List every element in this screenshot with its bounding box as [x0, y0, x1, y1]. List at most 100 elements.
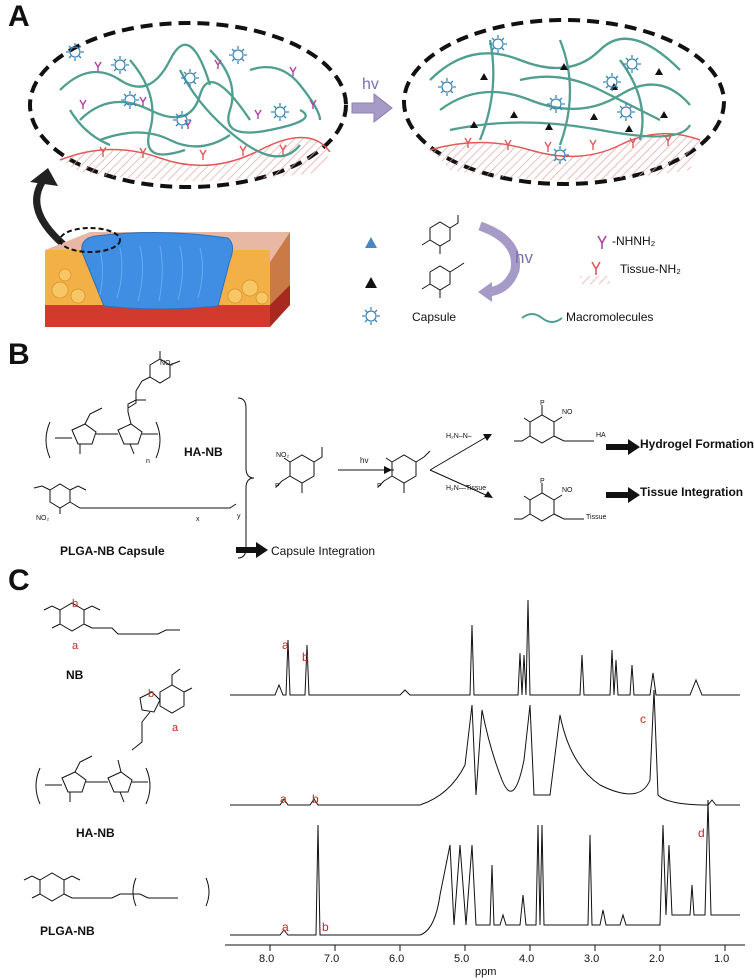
ha-nb-proton-a-label: a [172, 722, 179, 734]
arrow-to-capsule-integration [236, 542, 268, 558]
hydrazone-product-structure [514, 405, 594, 444]
crosslinked-triangle-icon [365, 277, 377, 288]
macromolecules-left [59, 43, 322, 158]
no2-group-ha: NO₂ [160, 360, 174, 367]
plga-nb-peak-b-label: b [322, 920, 329, 934]
x-tick-label-3: 3.0 [584, 953, 600, 965]
zoom-arrow [33, 175, 73, 253]
nb-structure [43, 602, 180, 635]
tissue-surface-left [60, 137, 330, 181]
subscript-y-plga: y [237, 513, 241, 520]
crosslinks-right [470, 63, 668, 132]
p-group-reactant: P [275, 483, 280, 490]
reactants-brace [237, 397, 255, 559]
branch-arrow-up [429, 435, 489, 471]
ha-nb-proton-b-label: b [148, 688, 155, 700]
nb-spectrum [230, 599, 740, 696]
capsules-left [66, 43, 289, 129]
panel-c-structures [23, 602, 210, 907]
subscript-n-ha: n [146, 458, 150, 465]
p-group-tissue-product: P [540, 478, 545, 485]
ha-group-hydrazone: HA [596, 432, 606, 439]
no-group-hydrazone: NO [562, 409, 573, 416]
nb-reactant-structure [275, 447, 323, 493]
hydrazide-legend-icon [597, 235, 607, 249]
hv-cycle-arrow [478, 221, 521, 297]
hv-label-b: hv [360, 456, 369, 465]
hv-arrow [351, 92, 393, 124]
x-tick-label-2: 2.0 [649, 953, 665, 965]
plga-nb-peak-d-label: d [698, 826, 705, 840]
plga-nb-peak-a-label: a [282, 920, 289, 934]
ha-nb-structure [45, 351, 181, 459]
ha-nb-peak-b-label: b [312, 792, 319, 806]
x-tick-label-1: 1.0 [714, 953, 730, 965]
ha-nb-spectrum [230, 689, 740, 806]
ha-nb-peak-c-label: c [640, 712, 646, 726]
zoom-region-circle [59, 227, 121, 253]
no2-group-plga: NO₂ [36, 515, 50, 522]
capsule-legend-label: Capsule [412, 310, 457, 324]
nb-peak-a-label: a [282, 638, 289, 652]
nhnh2-legend-label: -NHNH₂ [612, 234, 656, 248]
nb-peak-b-label: b [302, 650, 309, 664]
ha-nb-label-b: HA-NB [184, 445, 223, 459]
x-tick-label-4: 4.0 [519, 953, 535, 965]
hv-label-cycle: hv [515, 248, 533, 267]
plga-nb-structure-c [23, 872, 210, 907]
p-group-hydrazone: P [540, 400, 545, 407]
x-axis-label-ppm: ppm [475, 966, 497, 978]
tissue-product-structure [514, 483, 584, 522]
x-tick-label-8: 8.0 [259, 953, 275, 965]
nb-label: NB [66, 668, 84, 682]
tissue-block-illustration [45, 227, 290, 327]
tissue-amines-left [99, 144, 287, 160]
tissue-amine-reagent-label: H₂N—Tissue [446, 485, 487, 492]
panel-letter-c: C [8, 564, 30, 597]
tissue-amines-right [464, 135, 672, 152]
x-tick-label-5: 5.0 [454, 953, 470, 965]
arrow-to-tissue-integration [606, 487, 640, 503]
nitrosobenzaldehyde-structure-icon [421, 262, 465, 298]
x-axis-ticks [269, 945, 726, 951]
nitrobenzyl-structure-icon [421, 215, 459, 254]
nmr-spectra [225, 599, 745, 951]
tissue-nh2-legend-label: Tissue-NH₂ [620, 262, 681, 276]
x-tick-label-6: 6.0 [389, 953, 405, 965]
capsule-integration-label: Capsule Integration [271, 544, 376, 558]
hydrazide-reagent-label: H₂N‒N‒ [446, 433, 472, 440]
ha-nb-peak-a-label: a [280, 792, 287, 806]
panel-letter-b: B [8, 338, 30, 371]
nb-proton-a-label: a [72, 640, 79, 652]
capsules-right [438, 35, 641, 164]
subscript-x-plga: x [196, 516, 200, 523]
plga-nb-spectrum [230, 799, 740, 936]
hydrazide-groups-left [79, 59, 317, 129]
ha-nb-label-c: HA-NB [76, 826, 115, 840]
panel-letter-a: A [8, 0, 30, 33]
ha-nb-structure-c [35, 668, 193, 805]
x-tick-label-7: 7.0 [324, 953, 340, 965]
p-group-aldehyde: P [377, 483, 382, 490]
tissue-group-product: Tissue [586, 514, 607, 521]
plga-nb-structure [33, 483, 237, 514]
panel-b-scheme [33, 351, 640, 559]
hydrogel-formation-label: Hydrogel Formation [640, 437, 754, 451]
tissue-hatch-icon [580, 276, 610, 284]
no2-group-reactant: NO₂ [276, 452, 290, 459]
panel-a-figure [28, 18, 726, 327]
plga-capsule-label: PLGA-NB Capsule [60, 544, 165, 558]
capsule-legend-icon [362, 307, 380, 325]
nitroso-aldehyde-structure [377, 450, 431, 493]
tissue-integration-label: Tissue Integration [640, 485, 744, 499]
nb-proton-b-label: b [72, 598, 79, 610]
plga-nb-label-c: PLGA-NB [40, 924, 95, 938]
macromolecule-legend-icon [521, 313, 563, 323]
macromolecules-legend-label: Macromolecules [566, 310, 654, 324]
hv-label-top: hv [362, 76, 379, 93]
no-group-tissue-product: NO [562, 487, 573, 494]
tissue-amine-legend-icon [591, 261, 601, 275]
branch-arrow-down [429, 469, 489, 497]
arrow-to-hydrogel-formation [606, 439, 640, 455]
photoresponsive-triangle-icon [365, 237, 377, 248]
